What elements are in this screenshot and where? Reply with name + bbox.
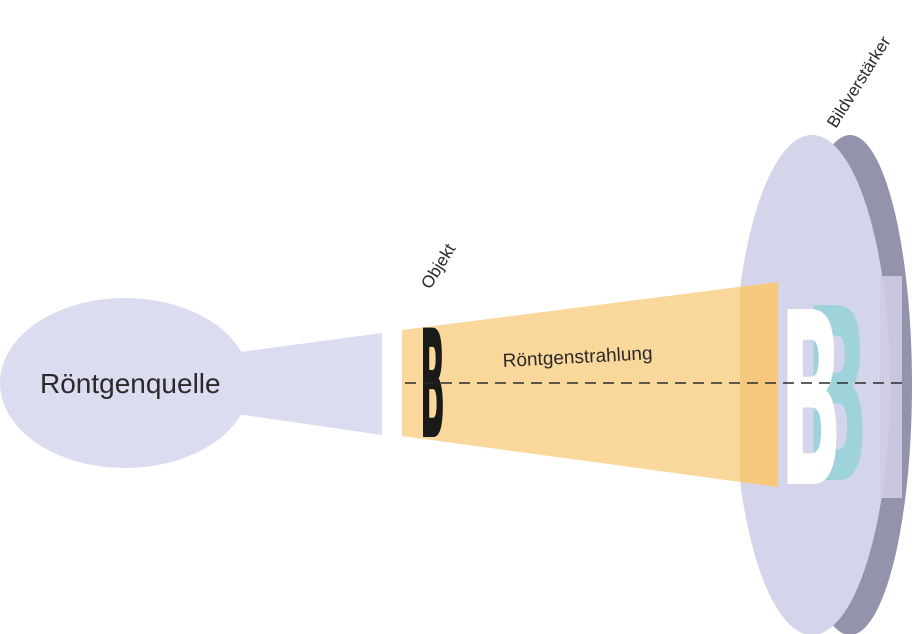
source-cone (195, 333, 382, 435)
intensifier-face (734, 135, 890, 634)
x-ray-beam (402, 282, 778, 487)
image-intensifier-disc-icon (734, 135, 912, 634)
intensifier-label: Bildverstärker (823, 33, 894, 131)
object-letter: B (420, 298, 445, 473)
image-letter-shadow: B (806, 259, 868, 537)
source-bulb (0, 298, 250, 468)
object-label: Objekt (417, 240, 459, 292)
x-ray-source-icon (0, 298, 382, 468)
intensifier-panel (880, 276, 902, 498)
source-label: Röntgenquelle (40, 368, 221, 399)
x-ray-beam-edge (740, 282, 778, 487)
image-letter: B (780, 263, 842, 541)
